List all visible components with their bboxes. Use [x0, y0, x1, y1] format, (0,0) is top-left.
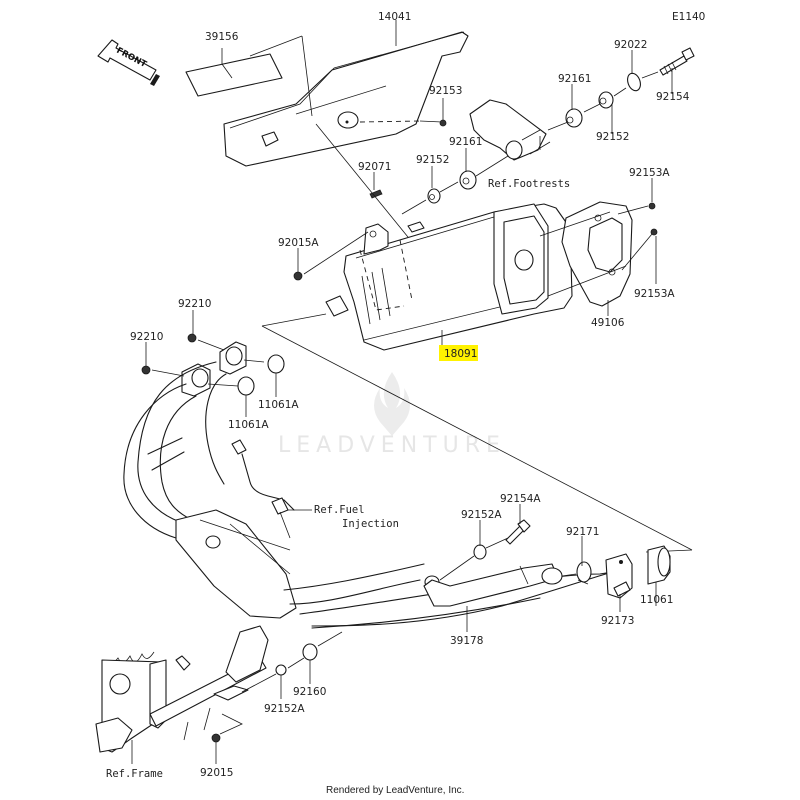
callout-92153A-top: 92153A: [629, 167, 670, 179]
part-92210-nut-a: [187, 333, 197, 343]
part-49106-end-cover: [561, 201, 633, 307]
part-92173-clamp: [605, 553, 633, 599]
watermark-flame-icon: [374, 372, 410, 436]
exhaust-header-pipes: [123, 361, 613, 629]
header-flanges: [181, 341, 247, 397]
part-11061A-gasket-a: [267, 354, 285, 374]
callout-92173: 92173: [601, 615, 634, 627]
part-92161-collar-right: [565, 108, 583, 128]
part-92154-bolt: [659, 47, 695, 76]
callout-92153: 92153: [429, 85, 462, 97]
part-14041-cover: [223, 20, 469, 167]
part-92171-clamp: [576, 561, 592, 585]
part-11061-gasket: [647, 545, 671, 585]
part-92161-collar-left: [459, 170, 477, 190]
ref-frame: Ref.Frame: [106, 768, 163, 780]
part-92152-collar-top: [427, 188, 441, 204]
callout-92152A-bottom: 92152A: [264, 703, 305, 715]
part-92153-screw: [439, 119, 447, 127]
callout-92015A: 92015A: [278, 237, 319, 249]
callout-92210-b: 92210: [130, 331, 163, 343]
part-39178-pipe: [423, 563, 563, 607]
diagram-code: E1140: [672, 11, 705, 23]
part-92210-nut-b: [141, 365, 151, 375]
front-arrow-icon: FRONT: [97, 39, 160, 86]
watermark-text: LEADVENTURE: [278, 433, 506, 458]
callout-49106: 49106: [591, 317, 625, 329]
callout-14041: 14041: [378, 11, 411, 23]
callout-18091[interactable]: 18091: [444, 348, 477, 360]
callout-92015: 92015: [200, 767, 233, 779]
oxygen-sensor: [231, 439, 295, 539]
part-11061A-gasket-b: [237, 376, 255, 396]
callout-11061A-a: 11061A: [258, 399, 299, 411]
callout-92154A: 92154A: [500, 493, 541, 505]
callout-92152-top: 92152: [416, 154, 449, 166]
callout-92022: 92022: [614, 39, 647, 51]
callout-39156: 39156: [205, 31, 239, 43]
part-92015A-nut: [293, 271, 303, 281]
part-92152A-collar-bottom: [275, 664, 287, 676]
callout-92161-right: 92161: [558, 73, 591, 85]
callout-11061A-b: 11061A: [228, 419, 269, 431]
callout-92171: 92171: [566, 526, 599, 538]
callout-92154: 92154: [656, 91, 690, 103]
part-92153A-screw-top: [648, 202, 656, 210]
part-92160-grommet: [302, 643, 318, 661]
part-92153A-screw-bottom: [650, 228, 658, 236]
ref-footrests: Ref.Footrests: [488, 178, 570, 190]
callout-92071: 92071: [358, 161, 391, 173]
footrest-bracket: [469, 99, 551, 161]
highlight-18091: [439, 345, 478, 361]
callout-92210-a: 92210: [178, 298, 211, 310]
part-39156-sticker: [185, 48, 283, 97]
part-92152A-collar-mid: [473, 544, 487, 560]
callout-92153A-bottom: 92153A: [634, 288, 675, 300]
part-92015-nut: [211, 733, 221, 743]
watermark: LEADVENTURE: [278, 372, 506, 458]
part-18091-muffler: [325, 203, 573, 351]
callout-92160: 92160: [293, 686, 326, 698]
callout-92161-left: 92161: [449, 136, 482, 148]
frame-bracket: [95, 625, 269, 753]
ref-fuel-injection-line1: Ref.Fuel: [314, 504, 365, 516]
part-92022-washer: [627, 72, 641, 92]
ref-fuel-injection-line2: Injection: [342, 518, 399, 530]
callout-92152A-mid: 92152A: [461, 509, 502, 521]
part-92154A-bolt: [505, 519, 531, 545]
callout-39178: 39178: [450, 635, 483, 647]
callout-11061: 11061: [640, 594, 673, 606]
part-92071-band: [369, 189, 383, 199]
callout-92152-right: 92152: [596, 131, 629, 143]
credit-text: Rendered by LeadVenture, Inc.: [326, 785, 464, 796]
part-92152-collar-right: [598, 91, 614, 109]
